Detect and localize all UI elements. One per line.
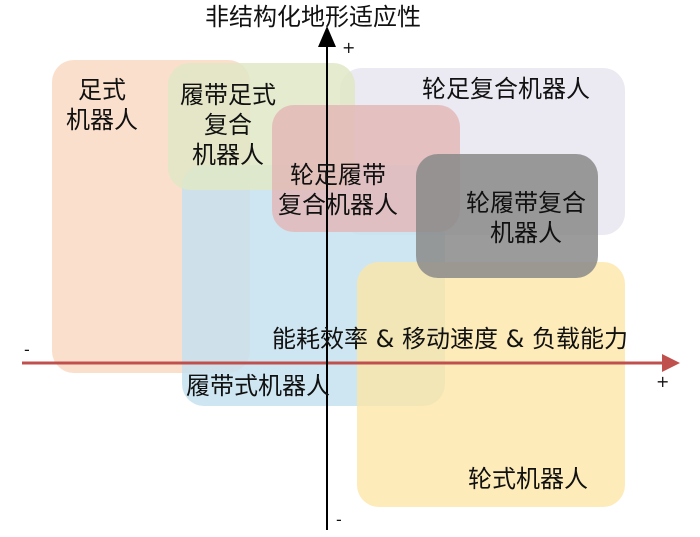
x-axis-arrowhead: [662, 354, 680, 372]
label-wheel-legged: 轮足复合机器人: [422, 75, 590, 103]
label-line: 轮足履带: [290, 161, 386, 189]
y-axis-arrowhead: [318, 26, 336, 47]
label-line: 足式: [78, 76, 126, 104]
label-tracked-legged: 履带足式 复合 机器人: [180, 80, 276, 170]
x-axis-title: 能耗效率 & 移动速度 & 负载能力: [272, 325, 628, 353]
region-wheeled: [357, 262, 625, 507]
label-wheel-tracked: 轮履带复合 机器人: [466, 188, 586, 248]
y-axis-title: 非结构化地形适应性: [205, 3, 421, 31]
y-minus-sign: -: [336, 510, 342, 529]
label-tracked: 履带式机器人: [186, 372, 330, 400]
x-minus-sign: -: [24, 340, 30, 359]
label-line: 复合: [204, 111, 252, 139]
label-line: 轮履带复合: [466, 189, 586, 217]
label-line: 机器人: [490, 219, 562, 247]
region-wheel-tracked: [416, 154, 598, 278]
label-wheel-legged-tracked: 轮足履带 复合机器人: [278, 160, 398, 220]
y-plus-sign: +: [342, 38, 356, 57]
x-plus-sign: +: [656, 372, 670, 391]
label-line: 机器人: [66, 106, 138, 134]
label-legged: 足式 机器人: [66, 75, 138, 135]
label-wheeled: 轮式机器人: [468, 465, 588, 493]
label-line: 履带足式: [180, 81, 276, 109]
label-line: 复合机器人: [278, 191, 398, 219]
label-line: 机器人: [192, 141, 264, 169]
